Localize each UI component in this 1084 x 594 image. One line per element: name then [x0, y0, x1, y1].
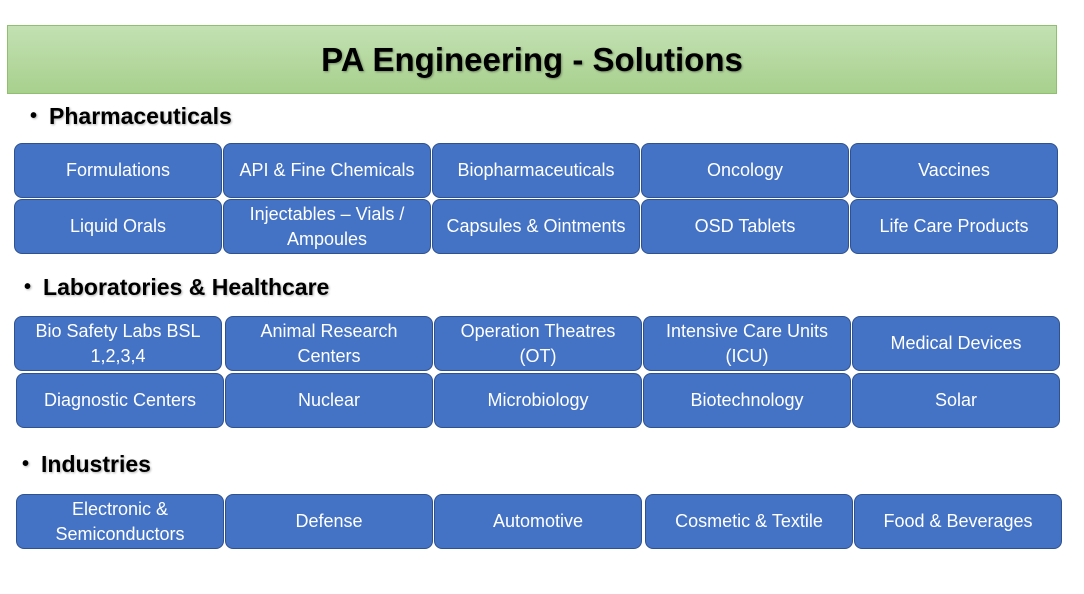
tile-formulations[interactable]: Formulations — [14, 143, 222, 198]
title-banner: PA Engineering - Solutions — [7, 25, 1057, 94]
tile-injectables[interactable]: Injectables – Vials / Ampoules — [223, 199, 431, 254]
tile-electronic-semiconductors[interactable]: Electronic & Semiconductors — [16, 494, 224, 549]
tile-biotechnology[interactable]: Biotechnology — [643, 373, 851, 428]
tile-capsules-ointments[interactable]: Capsules & Ointments — [432, 199, 640, 254]
bullet-icon: • — [30, 105, 38, 127]
tile-automotive[interactable]: Automotive — [434, 494, 642, 549]
tile-vaccines[interactable]: Vaccines — [850, 143, 1058, 198]
section-heading-label: Pharmaceuticals — [49, 103, 232, 129]
tile-medical-devices[interactable]: Medical Devices — [852, 316, 1060, 371]
tile-bio-safety-labs[interactable]: Bio Safety Labs BSL 1,2,3,4 — [14, 316, 222, 371]
tile-osd-tablets[interactable]: OSD Tablets — [641, 199, 849, 254]
tile-food-beverages[interactable]: Food & Beverages — [854, 494, 1062, 549]
tile-solar[interactable]: Solar — [852, 373, 1060, 428]
tile-liquid-orals[interactable]: Liquid Orals — [14, 199, 222, 254]
tile-animal-research-centers[interactable]: Animal Research Centers — [225, 316, 433, 371]
section-heading-laboratories: • Laboratories & Healthcare — [24, 274, 329, 301]
tile-operation-theatres[interactable]: Operation Theatres (OT) — [434, 316, 642, 371]
bullet-icon: • — [24, 276, 32, 298]
tile-life-care-products[interactable]: Life Care Products — [850, 199, 1058, 254]
page-title: PA Engineering - Solutions — [321, 40, 743, 78]
tile-biopharmaceuticals[interactable]: Biopharmaceuticals — [432, 143, 640, 198]
tile-nuclear[interactable]: Nuclear — [225, 373, 433, 428]
tile-diagnostic-centers[interactable]: Diagnostic Centers — [16, 373, 224, 428]
tile-api-fine-chemicals[interactable]: API & Fine Chemicals — [223, 143, 431, 198]
section-heading-pharmaceuticals: • Pharmaceuticals — [30, 103, 232, 130]
tile-microbiology[interactable]: Microbiology — [434, 373, 642, 428]
tile-oncology[interactable]: Oncology — [641, 143, 849, 198]
section-heading-label: Industries — [41, 451, 151, 477]
section-heading-label: Laboratories & Healthcare — [43, 274, 330, 300]
section-heading-industries: • Industries — [22, 451, 151, 478]
bullet-icon: • — [22, 453, 30, 475]
tile-defense[interactable]: Defense — [225, 494, 433, 549]
tile-intensive-care-units[interactable]: Intensive Care Units (ICU) — [643, 316, 851, 371]
tile-cosmetic-textile[interactable]: Cosmetic & Textile — [645, 494, 853, 549]
